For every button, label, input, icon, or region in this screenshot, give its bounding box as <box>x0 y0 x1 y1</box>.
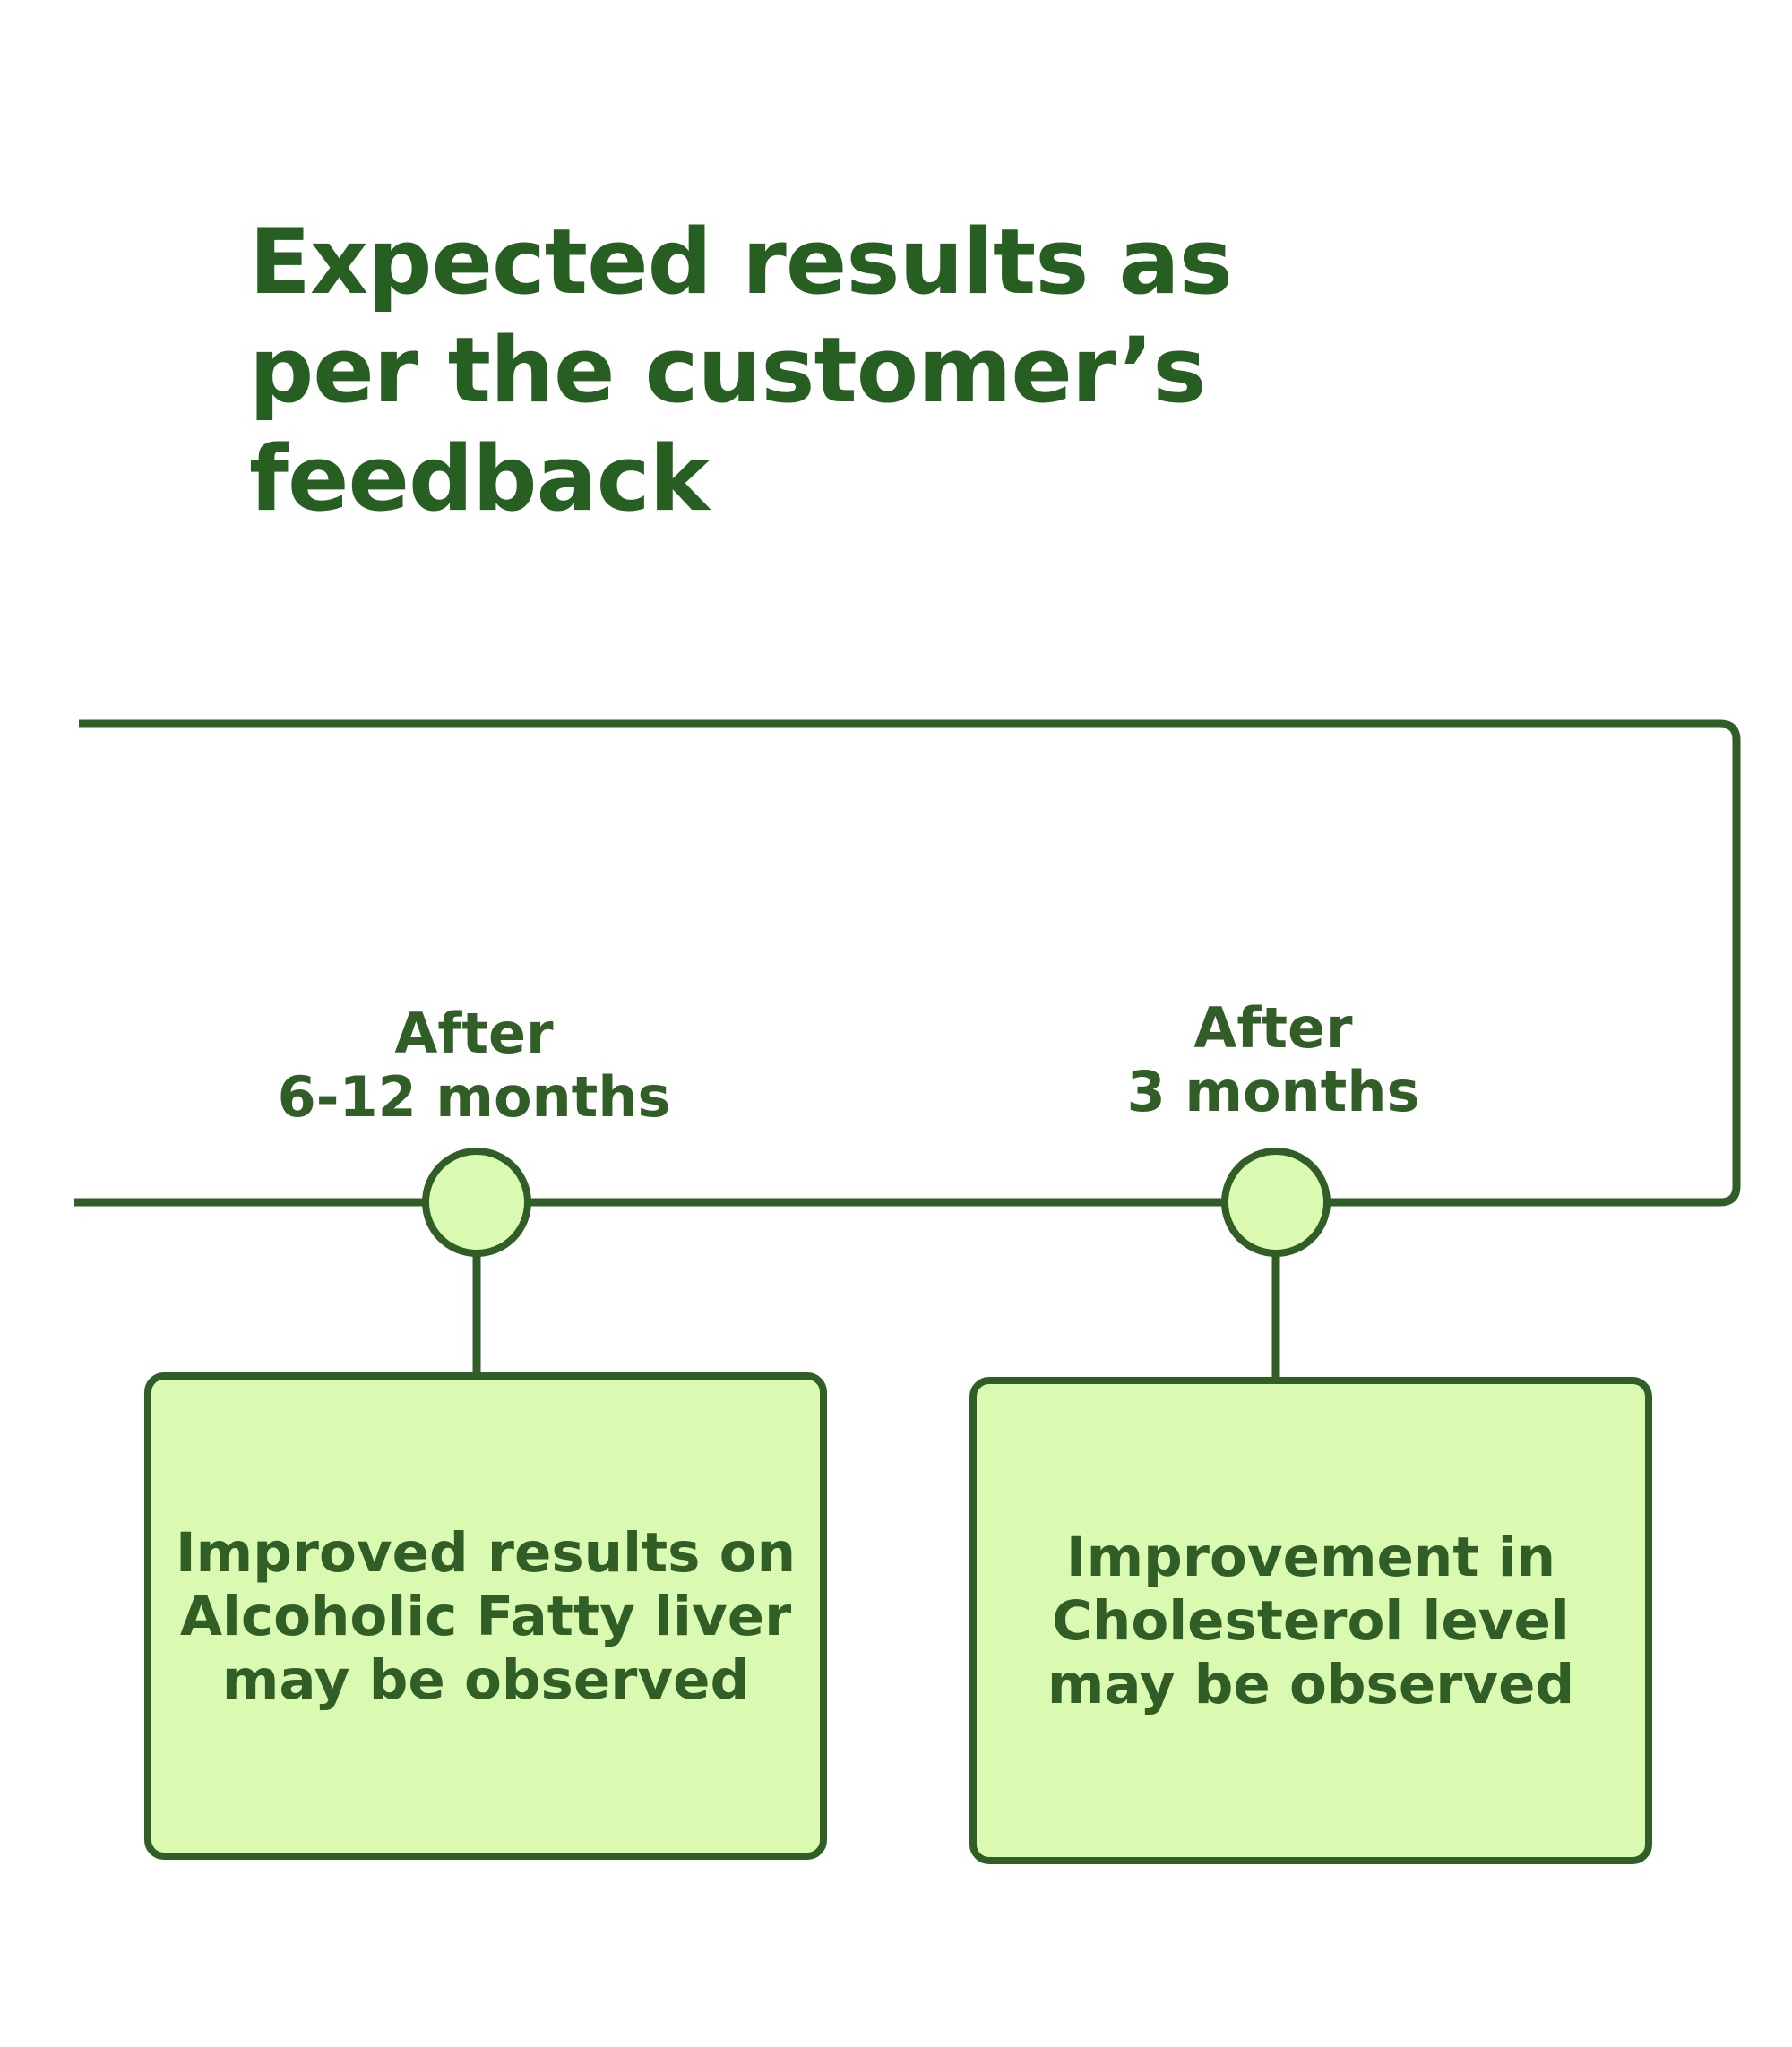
milestone-label-2: After 3 months <box>1004 996 1542 1123</box>
milestone-label-1: After 6-12 months <box>205 1002 743 1129</box>
milestone-label-2-line-2: 3 months <box>1126 1059 1420 1124</box>
milestone-label-2-line-1: After <box>1193 995 1353 1061</box>
title-line-2: per the customer’s <box>249 317 1206 423</box>
milestone-node-1 <box>422 1148 531 1257</box>
title-line-1: Expected results as <box>249 209 1233 314</box>
result-card-2: Improvement in Cholesterol level may be … <box>969 1377 1652 1864</box>
title-line-3: feedback <box>249 426 710 531</box>
result-card-1-line-3: may be observed <box>221 1647 750 1712</box>
result-card-2-line-1: Improvement in <box>1065 1525 1556 1589</box>
timeline-track <box>74 719 1741 1207</box>
result-card-2-line-3: may be observed <box>1047 1652 1575 1716</box>
result-card-2-text: Improvement in Cholesterol level may be … <box>1047 1526 1574 1716</box>
result-card-1-text: Improved results on Alcoholic Fatty live… <box>176 1521 796 1712</box>
result-card-1-line-2: Alcoholic Fatty liver <box>179 1584 792 1648</box>
result-card-1-line-1: Improved results on <box>175 1520 797 1585</box>
milestone-label-1-line-2: 6-12 months <box>277 1064 671 1130</box>
result-card-1: Improved results on Alcoholic Fatty live… <box>144 1372 827 1860</box>
result-card-2-line-2: Cholesterol level <box>1052 1588 1570 1653</box>
page-title: Expected results as per the customer’s f… <box>249 208 1279 533</box>
milestone-node-2 <box>1221 1148 1331 1257</box>
milestone-label-1-line-1: After <box>394 1001 554 1066</box>
